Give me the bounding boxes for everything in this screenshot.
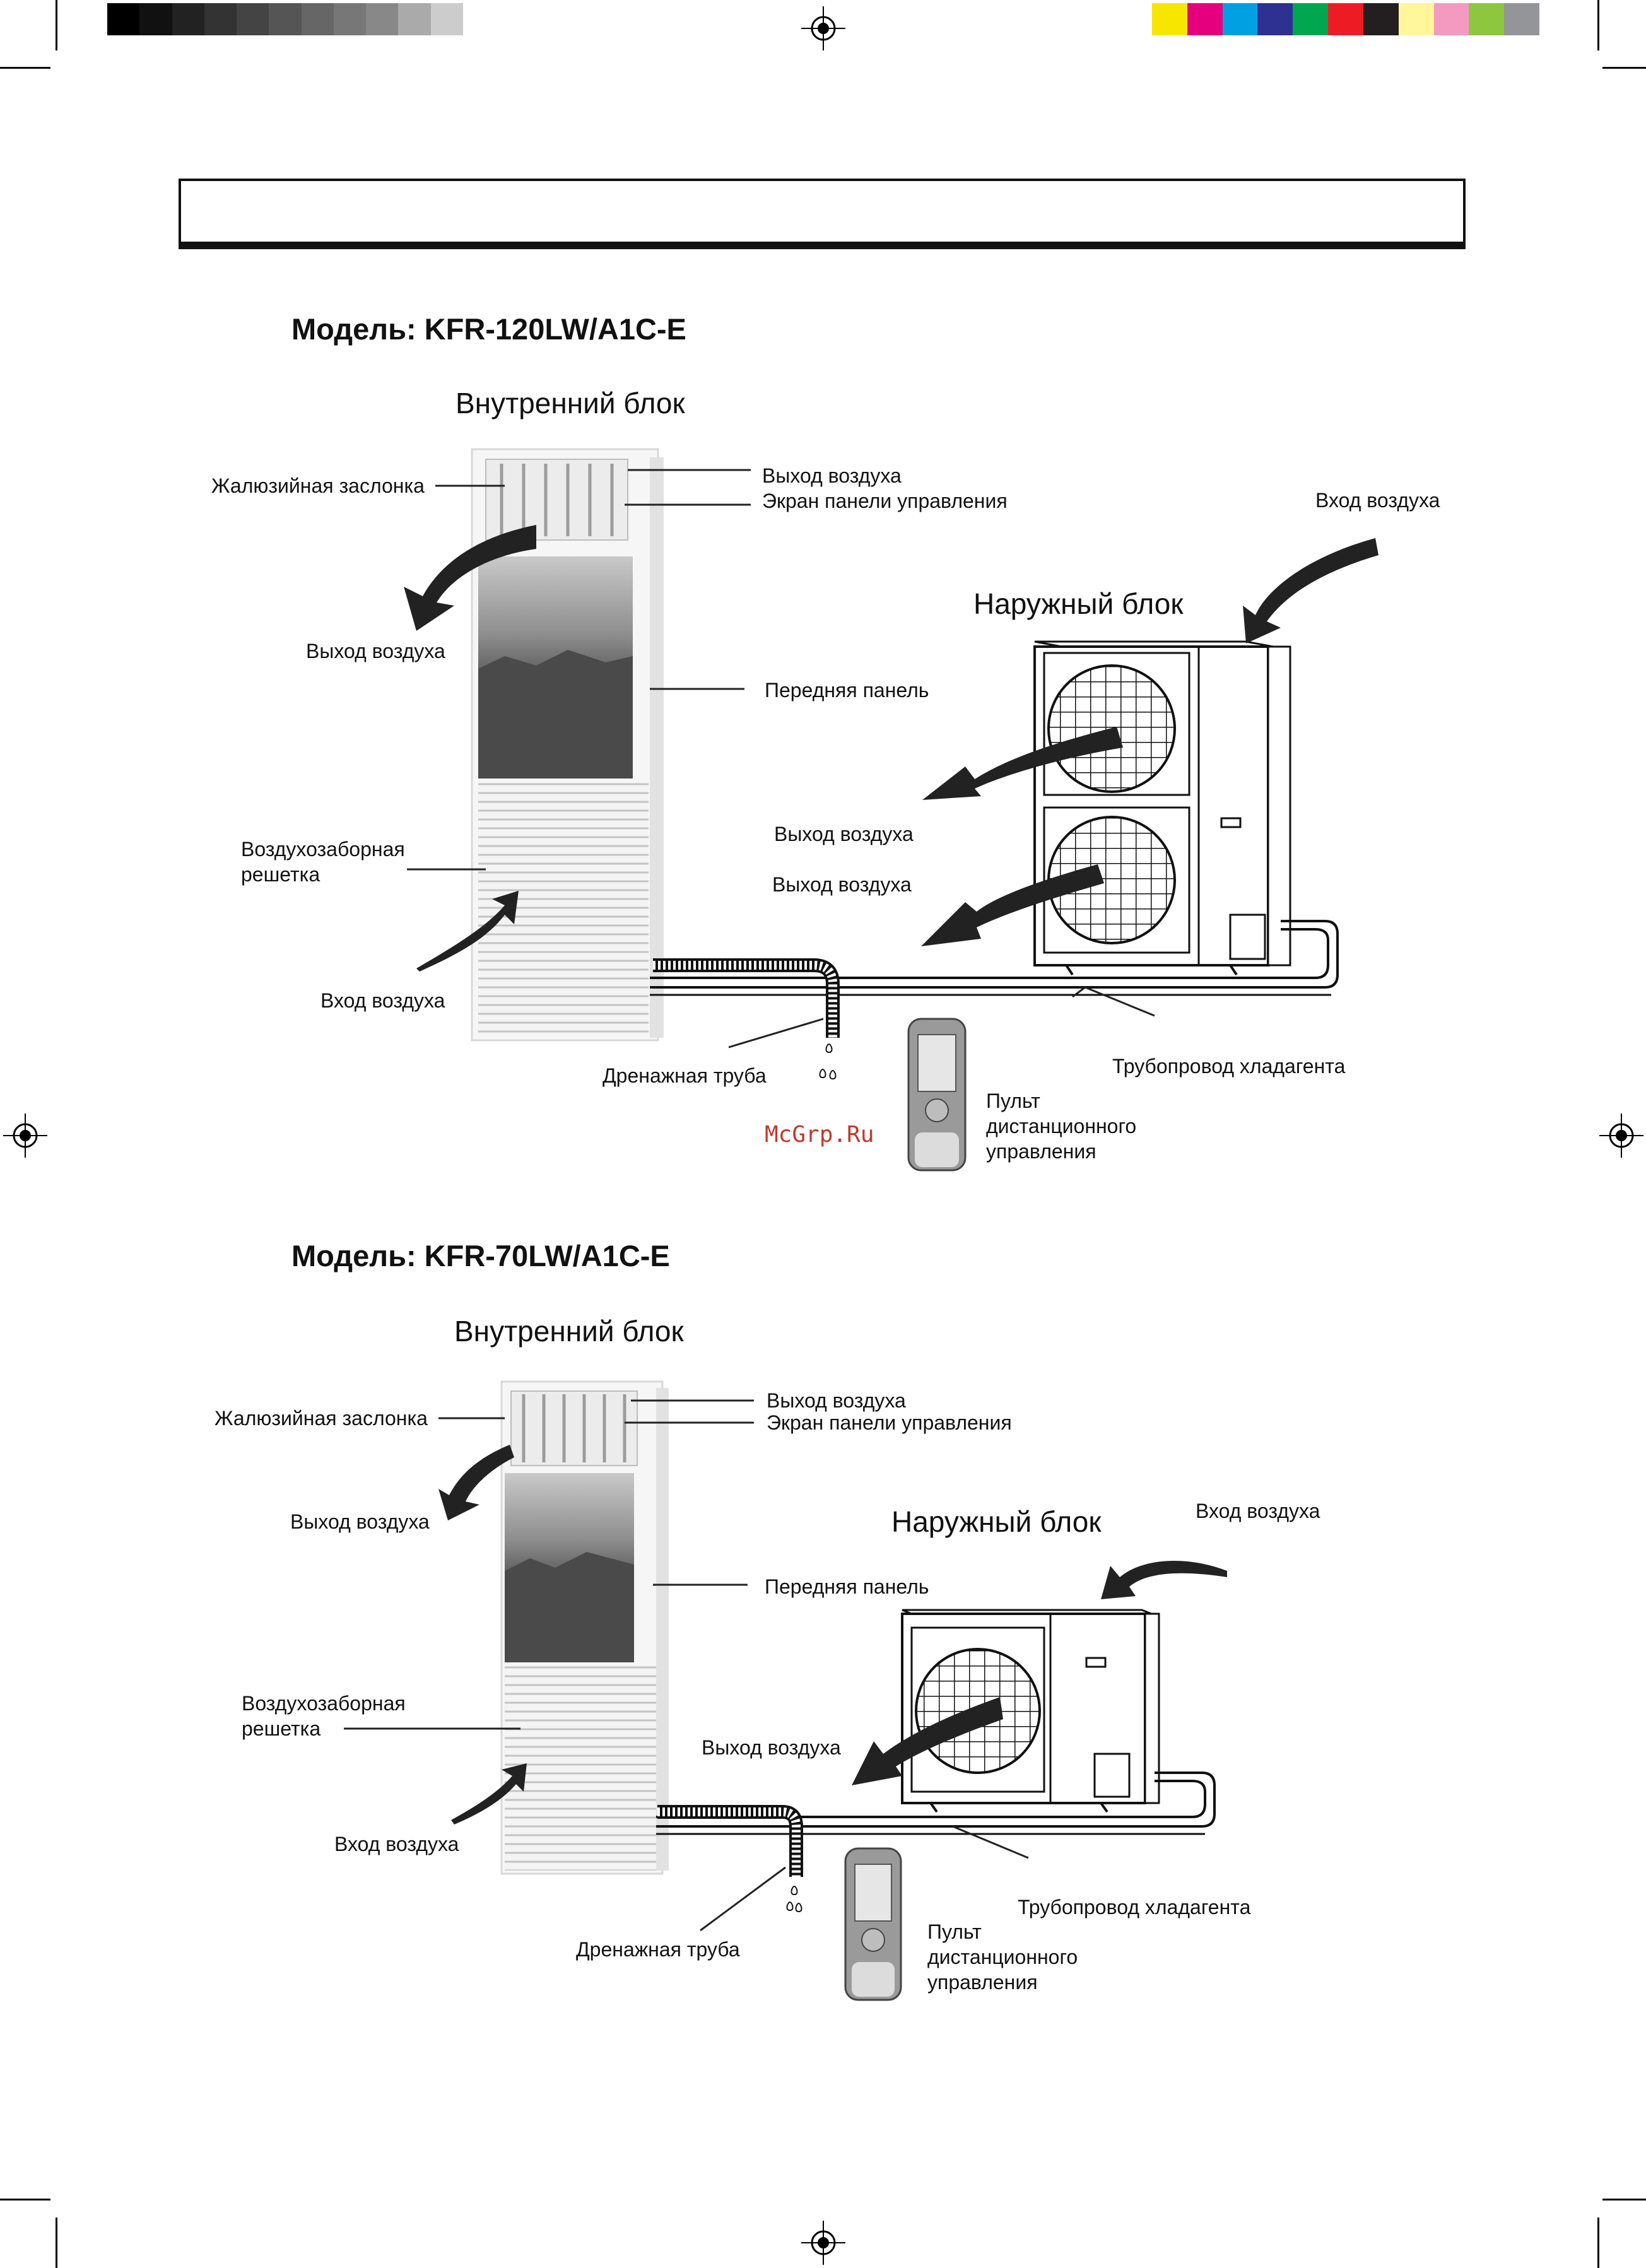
calibration-swatch <box>1293 3 1329 35</box>
label-air-outlet-left-2: Выход воздуха <box>290 1510 430 1533</box>
crop-mark-tr-h <box>1602 67 1646 69</box>
calibration-swatch <box>430 3 464 35</box>
registration-mark-top <box>801 6 845 50</box>
label-refrigerant-piping-1: Трубопровод хладагента <box>1112 1055 1346 1078</box>
label-air-inlet-indoor-1: Вход воздуха <box>320 989 445 1012</box>
crop-mark-tl-h <box>0 67 50 69</box>
calibration-swatch <box>107 3 140 35</box>
air-inlet-arrow-indoor-1 <box>416 891 519 972</box>
calibration-swatch <box>237 3 269 35</box>
calibration-swatch <box>204 3 237 35</box>
label-air-outlet-top-1: Выход воздуха <box>762 464 902 487</box>
label-air-outlet-top-2: Выход воздуха <box>767 1389 906 1412</box>
label-remote-control-2: Пульт дистанционного управления <box>927 1920 1078 1994</box>
air-outlet-arrow-indoor-1 <box>404 525 536 631</box>
label-louver-2: Жалюзийная заслонка <box>215 1407 428 1430</box>
label-air-outlet-left-1: Выход воздуха <box>306 640 445 662</box>
calibration-swatch <box>1504 3 1540 35</box>
registration-mark-bottom <box>801 2221 845 2265</box>
label-refrigerant-piping-2: Трубопровод хладагента <box>1018 1896 1251 1918</box>
crop-mark-br-v <box>1597 2218 1599 2268</box>
air-outlet-arrow-outdoor-1a <box>922 727 1123 800</box>
calibration-swatch <box>462 3 496 35</box>
label-drain-pipe-2: Дренажная труба <box>576 1938 740 1961</box>
calibration-swatch <box>366 3 399 35</box>
label-air-outlet-outdoor-1a: Выход воздуха <box>774 823 914 845</box>
drain-pipe-2 <box>657 1805 803 1913</box>
label-front-panel-1: Передняя панель <box>765 679 929 702</box>
indoor-unit-title-2: Внутренний блок <box>454 1315 684 1348</box>
calibration-swatch <box>139 3 173 35</box>
label-front-panel-2: Передняя панель <box>765 1575 929 1598</box>
label-air-inlet-outdoor-2: Вход воздуха <box>1196 1500 1320 1522</box>
air-inlet-arrow-outdoor-2 <box>1101 1560 1227 1599</box>
air-inlet-arrow-indoor-2 <box>451 1763 527 1824</box>
label-drain-pipe-1: Дренажная труба <box>603 1064 767 1087</box>
label-air-outlet-outdoor-2: Выход воздуха <box>702 1736 841 1759</box>
label-intake-grille-2: Воздухозаборная решетка <box>242 1692 406 1740</box>
calibration-swatch <box>1433 3 1469 35</box>
calibration-swatch <box>398 3 432 35</box>
crop-mark-bl-h <box>0 2199 50 2200</box>
registration-mark-right <box>1599 1113 1643 1158</box>
remote-control-1 <box>907 1018 967 1172</box>
calibration-swatch <box>1222 3 1258 35</box>
outdoor-unit-title-2: Наружный блок <box>891 1505 1102 1538</box>
outdoor-unit-1 <box>1033 640 1291 976</box>
indoor-unit-2 <box>500 1380 669 1875</box>
remote-control-2 <box>844 1847 902 2001</box>
calibration-swatch <box>269 3 302 35</box>
outdoor-unit-title-1: Наружный блок <box>973 587 1184 620</box>
label-air-outlet-outdoor-1b: Выход воздуха <box>772 873 912 896</box>
refrigerant-piping-1 <box>650 920 1339 996</box>
calibration-swatch <box>1398 3 1434 35</box>
air-outlet-arrow-outdoor-2 <box>852 1697 1003 1785</box>
crop-mark-tr-v <box>1597 0 1599 50</box>
air-outlet-arrow-indoor-2 <box>438 1445 514 1520</box>
indoor-unit-title-1: Внутренний блок <box>456 387 685 420</box>
refrigerant-piping-2 <box>656 1772 1216 1835</box>
crop-mark-br-h <box>1602 2199 1646 2200</box>
calibration-swatch <box>1328 3 1364 35</box>
air-outlet-arrow-outdoor-1b <box>921 864 1104 946</box>
label-air-inlet-indoor-2: Вход воздуха <box>334 1833 459 1855</box>
model-title-2: Модель: KFR-70LW/A1C-E <box>291 1239 670 1272</box>
label-control-panel-screen-2: Экран панели управления <box>767 1411 1012 1434</box>
registration-mark-left <box>3 1113 47 1158</box>
calibration-swatch <box>172 3 205 35</box>
watermark: McGrp.Ru <box>765 1122 874 1148</box>
calibration-swatch <box>1187 3 1223 35</box>
calibration-swatch <box>1257 3 1293 35</box>
model-title-1: Модель: KFR-120LW/A1C-E <box>291 312 686 346</box>
calibration-swatch <box>1152 3 1187 35</box>
drain-pipe-1 <box>653 958 840 1080</box>
label-intake-grille-1: Воздухозаборная решетка <box>241 838 405 886</box>
section-header-box <box>179 179 1466 249</box>
calibration-swatch <box>1363 3 1399 35</box>
air-inlet-arrow-outdoor-1 <box>1243 538 1379 643</box>
label-louver-1: Жалюзийная заслонка <box>211 474 425 497</box>
calibration-swatch <box>301 3 334 35</box>
crop-mark-bl-v <box>56 2218 57 2268</box>
calibration-swatch <box>333 3 367 35</box>
calibration-swatch <box>1469 3 1505 35</box>
crop-mark-tl-v <box>56 0 57 50</box>
label-control-panel-screen-1: Экран панели управления <box>762 490 1008 512</box>
outdoor-unit-2 <box>901 1609 1160 1813</box>
label-air-inlet-outdoor-1: Вход воздуха <box>1315 489 1440 512</box>
label-remote-control-1: Пульт дистанционного управления <box>986 1090 1137 1163</box>
